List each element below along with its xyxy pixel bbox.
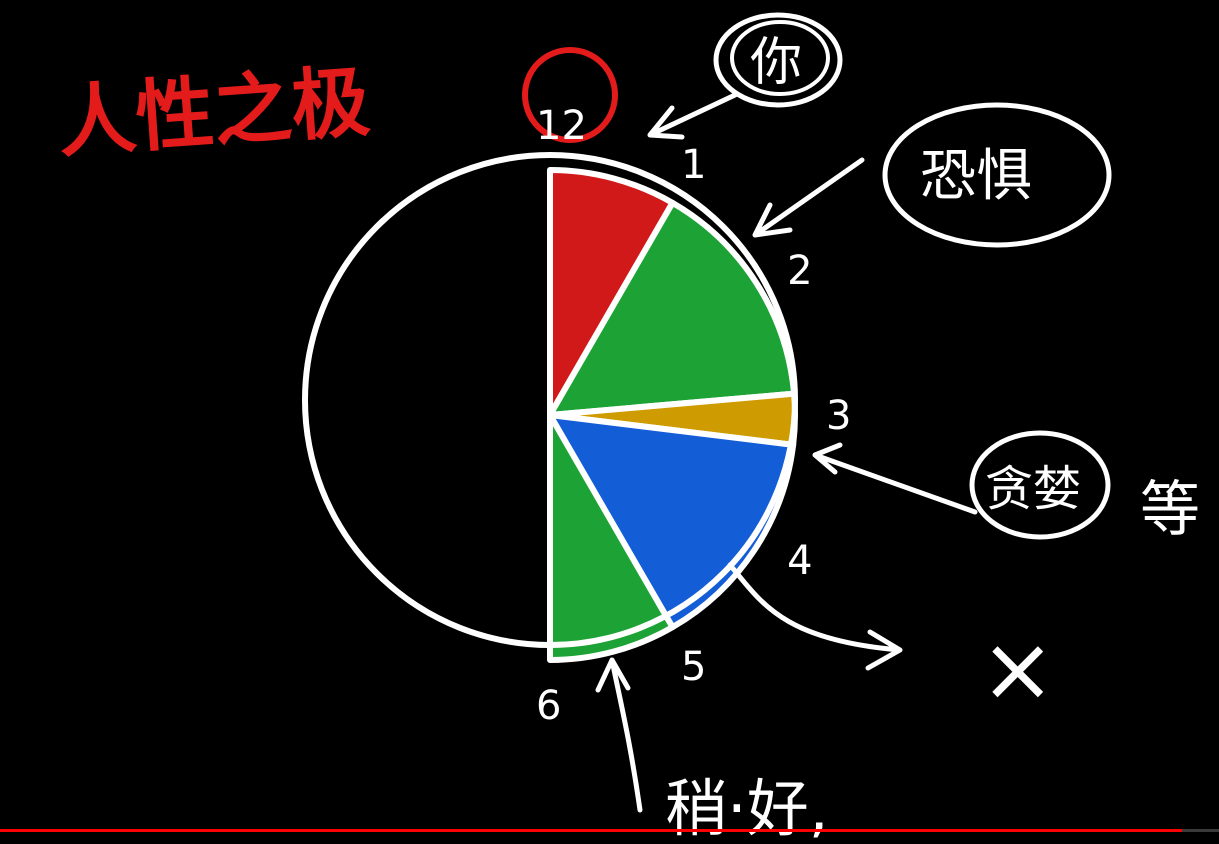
sector-red — [547, 167, 676, 418]
arrow-icon — [595, 657, 643, 813]
person-head-icon — [522, 47, 618, 143]
cross-mark: × — [980, 617, 1055, 722]
page-title: 人性之极 — [55, 57, 373, 169]
annotation-greed-extra: 等 — [1140, 475, 1200, 545]
video-progress-bar[interactable] — [0, 829, 1219, 832]
hour-label-1: 1 — [681, 142, 706, 188]
annotation-fear-text: 恐惧 — [920, 144, 1032, 209]
annotation-fear: 恐惧 — [752, 102, 1112, 248]
arrow-icon — [727, 562, 903, 671]
divider-line — [547, 201, 675, 417]
divider-line — [549, 412, 794, 448]
hour-label-4: 4 — [787, 538, 812, 584]
annotation-you: 你 — [647, 12, 843, 140]
arrow-icon — [752, 157, 865, 238]
annotation-you-text: 你 — [750, 33, 802, 93]
annotation-cross: × — [727, 562, 1055, 722]
divider-group — [547, 170, 795, 629]
hour-label-12: 12 — [536, 103, 587, 149]
arrow-icon — [647, 92, 738, 140]
annotation-bottom: 稍·好, — [595, 657, 828, 844]
annotation-greed: 贪婪 等 — [812, 430, 1200, 545]
sector-group — [547, 167, 798, 663]
sector-blue — [547, 412, 797, 631]
divider-line — [547, 413, 675, 629]
annotation-greed-text: 贪婪 — [985, 461, 1081, 517]
hour-label-6: 6 — [536, 683, 561, 729]
sector-green-bottom — [547, 412, 676, 663]
hour-label-2: 2 — [787, 248, 812, 294]
annotation-bottom-text: 稍·好, — [665, 772, 828, 844]
hour-label-3: 3 — [826, 393, 851, 439]
hour-label-5: 5 — [681, 644, 706, 690]
arrow-icon — [812, 442, 978, 515]
clock-circle — [302, 152, 798, 648]
divider-line — [549, 391, 795, 418]
video-progress-fill — [0, 829, 1183, 832]
